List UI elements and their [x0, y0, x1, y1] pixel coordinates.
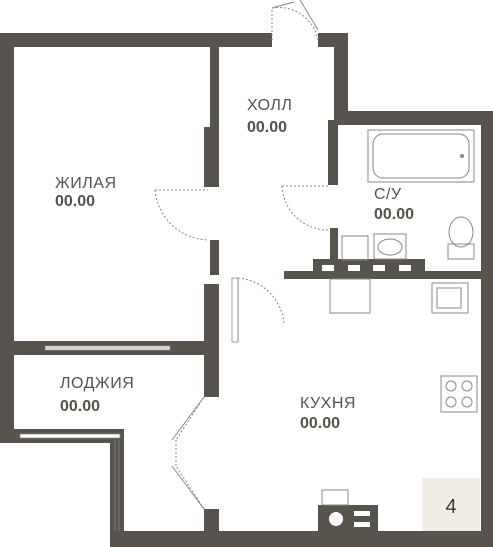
wall-hall-bath: [328, 120, 338, 185]
room-labels: ЖИЛАЯ 00.00 ХОЛЛ 00.00 С/У 00.00 ЛОДЖИЯ …: [55, 97, 414, 432]
fixtures: [329, 129, 478, 413]
sink-bathroom: [373, 233, 407, 260]
room-area-living: 00.00: [55, 193, 95, 210]
wall-left: [0, 33, 14, 443]
living-door: [154, 189, 209, 241]
washing-machine: [341, 235, 369, 261]
wall-living-kitchen: [204, 284, 219, 389]
electric-box-outline: [321, 489, 349, 506]
stove: [440, 375, 478, 413]
doors: [154, 0, 330, 510]
wall-top-left: [0, 33, 272, 47]
wall-loggia-stub: [204, 389, 219, 397]
wall-hall-right: [334, 33, 348, 113]
room-area-loggia: 00.00: [60, 398, 100, 415]
room-name-bathroom: С/У: [374, 186, 402, 203]
windows: [19, 277, 239, 531]
wall-living-hall-upper: [210, 47, 219, 187]
wall-living-hall-lower: [210, 240, 219, 275]
wall-loggia-right-outer: [110, 429, 124, 547]
apartment-badge: 4: [422, 478, 480, 531]
room-name-kitchen: КУХНЯ: [300, 395, 356, 412]
wall-bath-top: [334, 111, 493, 125]
room-name-hall: ХОЛЛ: [247, 97, 292, 114]
badge-number: 4: [445, 496, 456, 518]
walls: [0, 33, 493, 547]
room-area-kitchen: 00.00: [300, 415, 340, 432]
electric-block: [318, 505, 378, 533]
wall-right: [481, 111, 493, 547]
room-name-living: ЖИЛАЯ: [55, 175, 117, 192]
room-name-loggia: ЛОДЖИЯ: [60, 375, 134, 392]
wall-living-hall-thick: [204, 127, 219, 187]
toilet: [447, 243, 475, 260]
room-area-hall: 00.00: [247, 119, 287, 136]
wall-bottom: [110, 531, 493, 547]
entrance-door: [271, 6, 319, 41]
kitchen-sink: [431, 282, 469, 314]
wall-loggia-stub-bottom: [204, 509, 219, 531]
badge-background: [422, 478, 480, 531]
loggia-door: [175, 396, 205, 510]
bathroom-door: [281, 185, 330, 231]
wall-hall-bath-lower: [330, 228, 338, 276]
kitchen-counter: [329, 278, 371, 314]
bathtub: [367, 129, 475, 183]
ventilation-block: [313, 259, 425, 277]
kitchen-door: [237, 277, 285, 325]
room-area-bathroom: 00.00: [374, 206, 414, 223]
